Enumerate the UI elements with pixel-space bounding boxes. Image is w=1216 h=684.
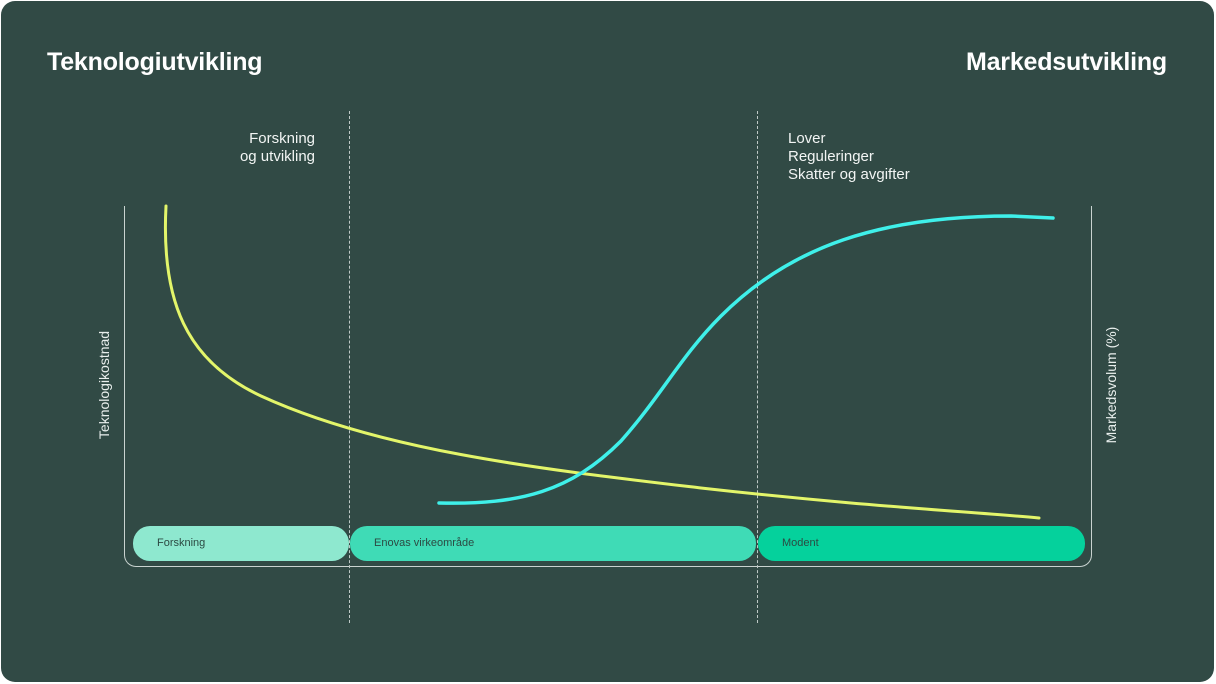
zone-note-regulation: Lover Reguleringer Skatter og avgifter [788,130,910,184]
chart-frame [124,206,1092,567]
zone-note-regulation-line-3: Skatter og avgifter [788,166,910,183]
phase-research: Forskning [133,526,349,561]
divider-research [349,111,350,623]
zone-note-research-line-2: og utvikling [239,148,315,165]
phase-enova: Enovas virkeområde [350,526,756,561]
zone-note-regulation-line-2: Reguleringer [788,148,874,165]
heading-technology: Teknologiutvikling [47,48,263,76]
divider-mature [757,111,758,623]
phase-mature: Modent [758,526,1085,561]
market-volume-curve [437,214,1055,505]
zone-note-regulation-line-1: Lover [788,130,826,147]
zone-note-research: Forskning og utvikling [240,130,315,166]
zone-note-research-line-1: Forskning [249,130,315,147]
heading-market: Markedsutvikling [965,48,1167,76]
technology-cost-curve [163,204,1041,520]
